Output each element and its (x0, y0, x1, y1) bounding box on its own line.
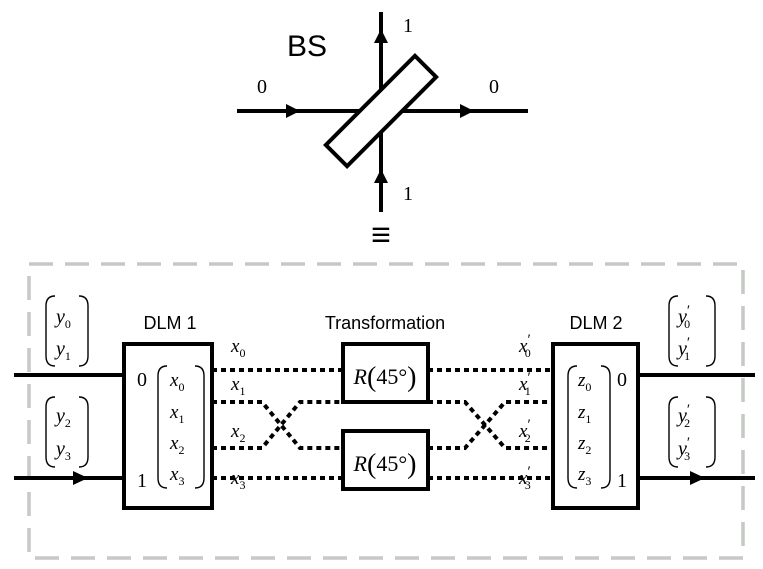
dlm2-vector-bracket-right (600, 365, 611, 489)
bs-splitter-plate (323, 53, 439, 169)
dlm2-vector-entry-2: z2 (577, 433, 591, 457)
output-y3-prime: y′3 (676, 435, 690, 463)
bs-output-arrow-top (374, 29, 388, 43)
dlm1-vector-entry-2: x2 (169, 433, 184, 457)
output-top-bracket-left (668, 295, 679, 367)
output-bottom-bracket-right (705, 396, 716, 468)
mode-label-x2: x2 (230, 421, 245, 445)
mode-label-x3: x3 (230, 468, 245, 492)
bs-title: BS (287, 30, 327, 63)
input-y0: y0 (54, 306, 71, 331)
equivalence-symbol: ≡ (371, 216, 391, 254)
input-y1: y1 (54, 338, 71, 363)
output-y1-prime: y′1 (676, 335, 690, 363)
mode-label-x1-prime: x′1 (518, 370, 531, 398)
external-beams (14, 373, 755, 485)
mode-label-x2-prime: x′2 (518, 417, 531, 445)
dlm1-vector-entry-0: x0 (169, 370, 184, 394)
input-top-bracket-left (45, 295, 56, 367)
output-arrow-bottom (690, 471, 705, 485)
rotation-gate-top (341, 342, 430, 404)
dlm1-port-1: 1 (137, 470, 147, 492)
mode-label-x3-prime: x′3 (518, 464, 531, 492)
input-y3: y3 (54, 438, 71, 463)
mode-labels-left: x0 x1 x2 x3 (230, 336, 245, 492)
dlm2-box (551, 342, 640, 510)
transformation-block: Transformation R(45°) R(45°) (325, 313, 445, 491)
dlm2-vector-bracket-left (567, 365, 578, 489)
bs-port-top-label: 1 (403, 15, 413, 37)
output-bottom-bracket-left (668, 396, 679, 468)
input-arrow-bottom (73, 471, 88, 485)
dlm2-port-0: 0 (617, 369, 627, 391)
dlm2-block: DLM 2 0 1 z0 z1 z2 z3 (551, 313, 640, 510)
output-y2-prime: y′2 (676, 402, 690, 430)
output-top-bracket-right (705, 295, 716, 367)
dlm1-title: DLM 1 (143, 313, 196, 333)
mode-label-x1: x1 (230, 374, 245, 398)
dlm1-vector-entry-3: x3 (169, 464, 184, 488)
dlm2-vector-entry-3: z3 (577, 464, 591, 488)
dlm1-port-0: 0 (137, 369, 147, 391)
input-bottom-bracket-right (78, 396, 89, 468)
mode-label-x0-prime: x′0 (518, 332, 531, 360)
input-y2: y2 (54, 405, 71, 430)
dlm1-vector-bracket-left (157, 365, 168, 489)
dlm2-vector-entry-1: z1 (577, 402, 591, 426)
mode-lines (212, 368, 553, 480)
dlm1-vector-entry-1: x1 (169, 402, 184, 426)
input-top-bracket-right (78, 295, 89, 367)
mode-labels-right: x′0 x′1 x′2 x′3 (518, 332, 531, 492)
bs-port-left-label: 0 (257, 76, 267, 98)
dlm1-box (122, 342, 214, 510)
output-vector-top: y′0 y′1 (668, 295, 716, 367)
mode-line-1-cross-right (428, 400, 553, 450)
output-vector-bottom: y′2 y′3 (668, 396, 716, 468)
bs-output-arrow-right (460, 104, 474, 118)
dlm2-vector-entry-0: z0 (577, 370, 591, 394)
bs-port-right-label: 0 (489, 76, 499, 98)
dlm1-vector-bracket-right (194, 365, 205, 489)
bs-port-bottom-label: 1 (403, 183, 413, 205)
rotation-gate-top-label: R(45°) (353, 362, 417, 393)
input-vector-top: y0 y1 (45, 295, 89, 367)
dlm2-title: DLM 2 (569, 313, 622, 333)
rotation-gate-bottom-label: R(45°) (353, 449, 417, 480)
transformation-title: Transformation (325, 313, 445, 333)
rotation-gate-bottom (341, 429, 430, 491)
input-vector-bottom: y2 y3 (45, 396, 89, 468)
beam-splitter-symbol: BS 0 0 1 1 ≡ (237, 12, 528, 254)
mode-line-2-cross-right (428, 400, 553, 450)
input-bottom-bracket-left (45, 396, 56, 468)
dlm1-block: DLM 1 0 1 x0 x1 x2 x3 (122, 313, 214, 510)
output-y0-prime: y′0 (676, 303, 690, 331)
bs-input-arrow-left (286, 104, 300, 118)
dlm2-port-1: 1 (617, 470, 627, 492)
bs-input-arrow-bottom (374, 169, 388, 183)
mode-label-x0: x0 (230, 336, 245, 360)
